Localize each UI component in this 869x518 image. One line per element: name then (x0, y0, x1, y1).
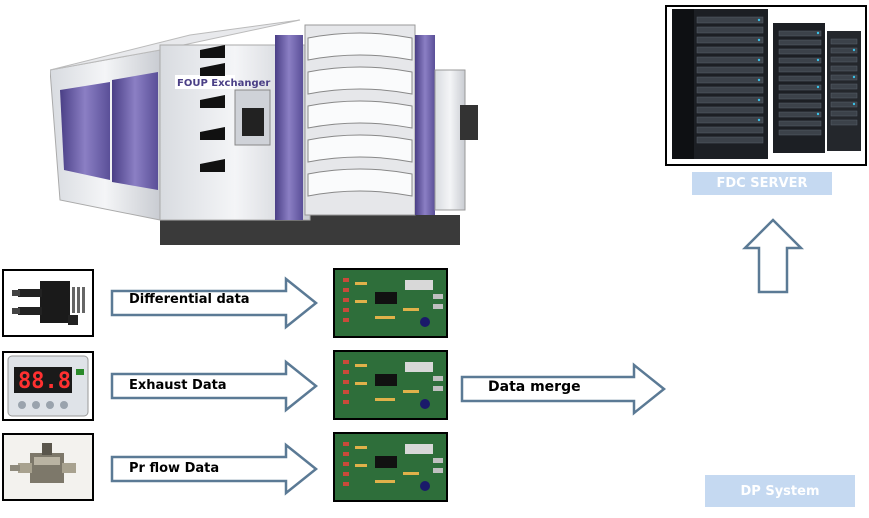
differential-data-label: Differential data (129, 292, 250, 307)
pressure-flow-sensor-image (2, 433, 94, 501)
fdc-server-label: FDC SERVER (692, 172, 832, 195)
pr-flow-data-arrow (110, 442, 319, 496)
svg-text:FOUP Exchanger: FOUP Exchanger (177, 78, 270, 89)
pr-flow-data-label: Pr flow Data (129, 461, 220, 476)
exhaust-data-arrow (110, 359, 319, 413)
data-merge-label: Data merge (488, 379, 581, 395)
differential-pressure-sensor-image (2, 269, 94, 337)
pcb-board-image-3 (333, 432, 448, 502)
exhaust-data-label: Exhaust Data (129, 378, 227, 393)
brand-plate (175, 75, 235, 89)
exhaust-pressure-gauge-image: 88.8 (2, 351, 94, 421)
differential-data-arrow (110, 276, 319, 330)
up-arrow-icon (741, 218, 805, 294)
data-merge-arrow (460, 362, 667, 416)
svg-text:88.8: 88.8 (18, 369, 71, 394)
foup-exchanger-machine: FOUP Exchanger (49, 10, 480, 255)
pcb-board-image-1 (333, 268, 448, 338)
dp-system-label: DP System (705, 475, 855, 507)
fdc-server-image (665, 5, 867, 166)
pcb-board-image-2 (333, 350, 448, 420)
